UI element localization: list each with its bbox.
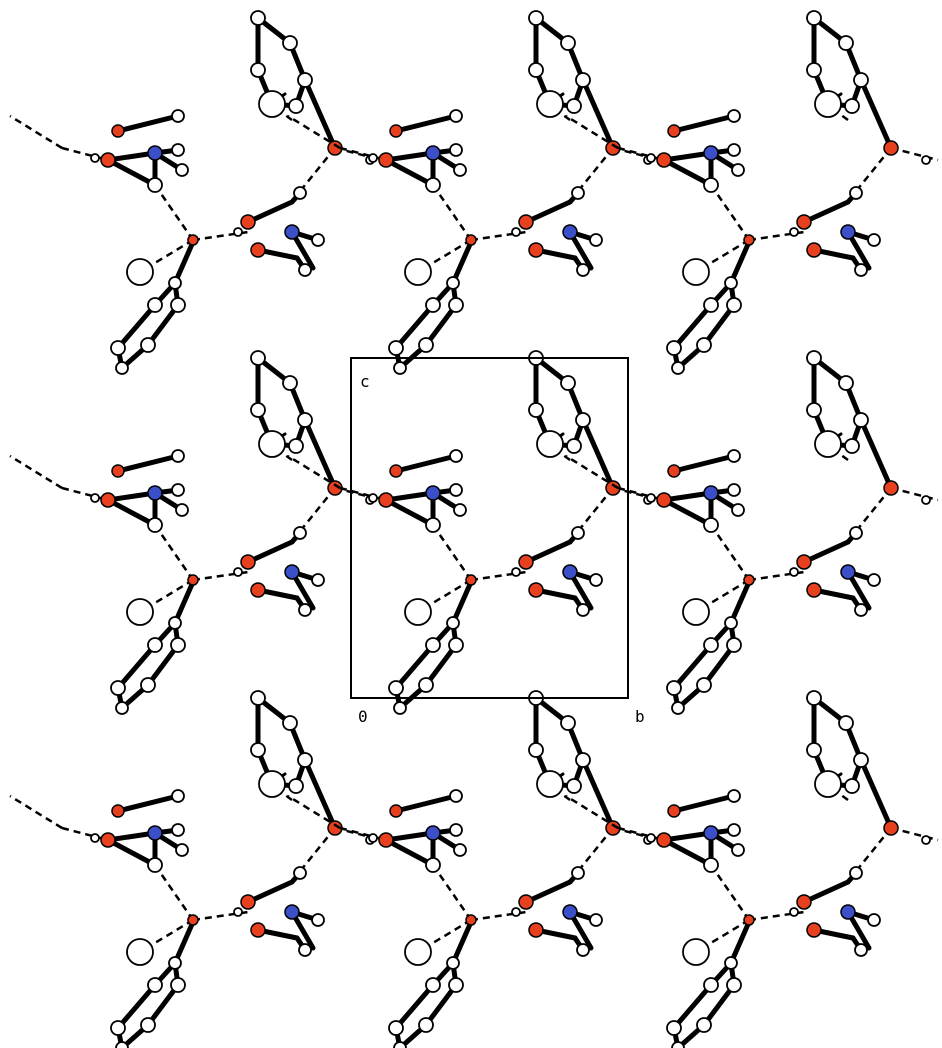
molecule-r3c3 — [566, 691, 938, 1048]
molecule-r3c2 — [288, 691, 660, 1048]
unit-cell-box — [350, 357, 629, 699]
unit-cell-label-origin: 0 — [358, 707, 368, 726]
molecule-r2c3 — [566, 351, 938, 714]
molecule-r1c3 — [566, 11, 938, 374]
molecule-r3c1 — [10, 691, 382, 1048]
unit-cell-label-b: b — [635, 707, 645, 726]
molecule-r2c1 — [10, 351, 382, 714]
unit-cell-label-c: c — [360, 372, 370, 391]
molecule-r2c2 — [288, 351, 660, 714]
molecule-r1c2 — [288, 11, 660, 374]
packing-grid — [10, 11, 938, 1048]
molecule-r1c1 — [10, 11, 382, 374]
